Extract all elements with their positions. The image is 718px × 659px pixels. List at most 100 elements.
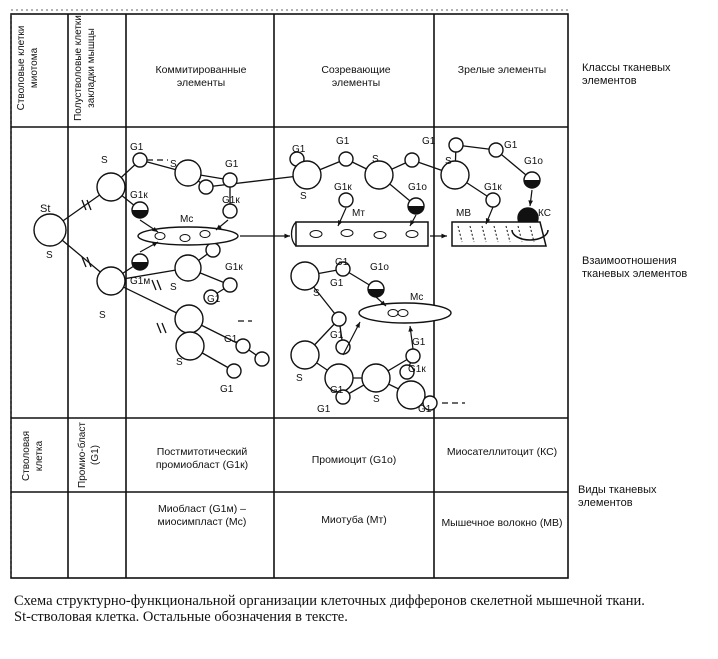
label-g1: G1: [422, 136, 436, 147]
label-g1: G1: [317, 404, 331, 415]
cell-node: [365, 161, 393, 189]
cell-node: [175, 305, 203, 333]
label-ks: КС: [538, 208, 551, 219]
cell-node: [176, 332, 204, 360]
arrow-line: [343, 322, 360, 355]
label-g1o: G1о: [408, 182, 427, 193]
division-tick: [157, 323, 161, 333]
label-s: S: [296, 373, 303, 384]
bottom-fiber: Мышечное волокно (МВ): [440, 517, 564, 530]
division-tick: [162, 323, 166, 333]
bottom-promyocyte: Промиоцит (G1о): [284, 454, 424, 467]
label-g1: G1: [336, 136, 350, 147]
header-maturing: Созревающие элементы: [296, 64, 416, 90]
myosymplast-shape: [359, 303, 451, 323]
cell-nodes: [34, 138, 540, 410]
label-g1: G1: [207, 294, 221, 305]
arrow-head: [441, 234, 447, 239]
cell-node: [255, 352, 269, 366]
label-g1: G1: [330, 278, 344, 289]
label-g1: G1: [330, 385, 344, 396]
bottom-myoblast: Миобласт (G1м) – миосимпласт (Mс): [134, 503, 270, 529]
cell-node: [206, 243, 220, 257]
side-label-types: Виды тканевых элементов: [578, 484, 713, 510]
cell-node: [175, 160, 201, 186]
label-g1: G1: [504, 140, 518, 151]
cell-node: [236, 339, 250, 353]
side-label-relations: Взаимоотношения тканевых элементов: [582, 255, 712, 281]
cell-node: [175, 255, 201, 281]
bottom-stem-cell: Стволовая клетка: [20, 424, 46, 488]
label-s: S: [313, 288, 320, 299]
label-g1: G1: [220, 384, 234, 395]
cell-node: [34, 214, 66, 246]
label-g1k: G1к: [484, 182, 502, 193]
header-committed: Коммитированные элементы: [136, 64, 266, 90]
cell-node: [339, 193, 353, 207]
cell-node: [339, 152, 353, 166]
cell-node: [223, 173, 237, 187]
cell-node-filled-half: [132, 210, 148, 218]
cell-node: [97, 173, 125, 201]
cell-node: [133, 153, 147, 167]
label-s: S: [99, 310, 106, 321]
cell-node: [406, 349, 420, 363]
cell-node: [405, 153, 419, 167]
figure-caption: Схема структурно-функциональной организа…: [14, 593, 654, 625]
cell-node: [97, 267, 125, 295]
label-s: S: [170, 282, 177, 293]
label-s: S: [300, 191, 307, 202]
label-s: S: [170, 159, 177, 170]
cell-node: [223, 204, 237, 218]
label-g1k: G1к: [222, 195, 240, 206]
label-s: S: [46, 250, 53, 261]
label-mv: МВ: [456, 208, 471, 219]
label-g1: G1: [130, 142, 144, 153]
cell-node-filled-half: [132, 262, 148, 270]
cell-node: [199, 180, 213, 194]
side-label-classes: Классы тканевых элементов: [582, 62, 712, 88]
label-g1o: G1о: [524, 156, 543, 167]
cell-node: [332, 312, 346, 326]
label-s: S: [372, 154, 379, 165]
label-g1: G1: [224, 334, 238, 345]
label-g1: G1: [330, 330, 344, 341]
label-s: S: [373, 394, 380, 405]
label-g1m: G1м: [130, 276, 150, 287]
cell-node: [293, 161, 321, 189]
cell-node: [291, 262, 319, 290]
label-g1: G1: [335, 257, 349, 268]
label-mc: Mс: [180, 214, 193, 225]
header-stem-cells: Стволовые клетки миотома: [15, 16, 41, 120]
label-g1: G1: [418, 404, 432, 415]
arrow-head: [284, 234, 290, 239]
lineage-edge: [206, 175, 307, 187]
header-mature: Зрелые элементы: [440, 64, 564, 77]
myotube-shape: [296, 222, 428, 246]
label-g1o: G1о: [370, 262, 389, 273]
bottom-satellite: Миосателлитоцит (КС): [440, 446, 564, 459]
cell-node-filled-half: [368, 289, 384, 297]
cell-node: [223, 278, 237, 292]
bottom-myotube: Миотуба (Mт): [284, 514, 424, 527]
cell-node: [486, 193, 500, 207]
label-g1: G1: [412, 337, 426, 348]
label-st: St: [40, 203, 50, 215]
header-semistem-cells: Полустволовые клетки закладки мышцы: [72, 14, 98, 122]
cell-node: [336, 340, 350, 354]
cell-node: [449, 138, 463, 152]
bottom-promyoblast: Промио-бласт (G1): [76, 422, 102, 488]
cell-node-filled-half: [524, 180, 540, 188]
label-g1k: G1к: [334, 182, 352, 193]
division-tick: [152, 280, 156, 290]
division-tick: [157, 280, 161, 290]
label-s: S: [445, 156, 452, 167]
label-mt: Mт: [352, 208, 365, 219]
cell-node: [291, 341, 319, 369]
label-g1: G1: [225, 159, 239, 170]
label-mc: Mс: [410, 292, 423, 303]
cell-node: [227, 364, 241, 378]
cell-node: [362, 364, 390, 392]
label-g1k: G1к: [130, 190, 148, 201]
